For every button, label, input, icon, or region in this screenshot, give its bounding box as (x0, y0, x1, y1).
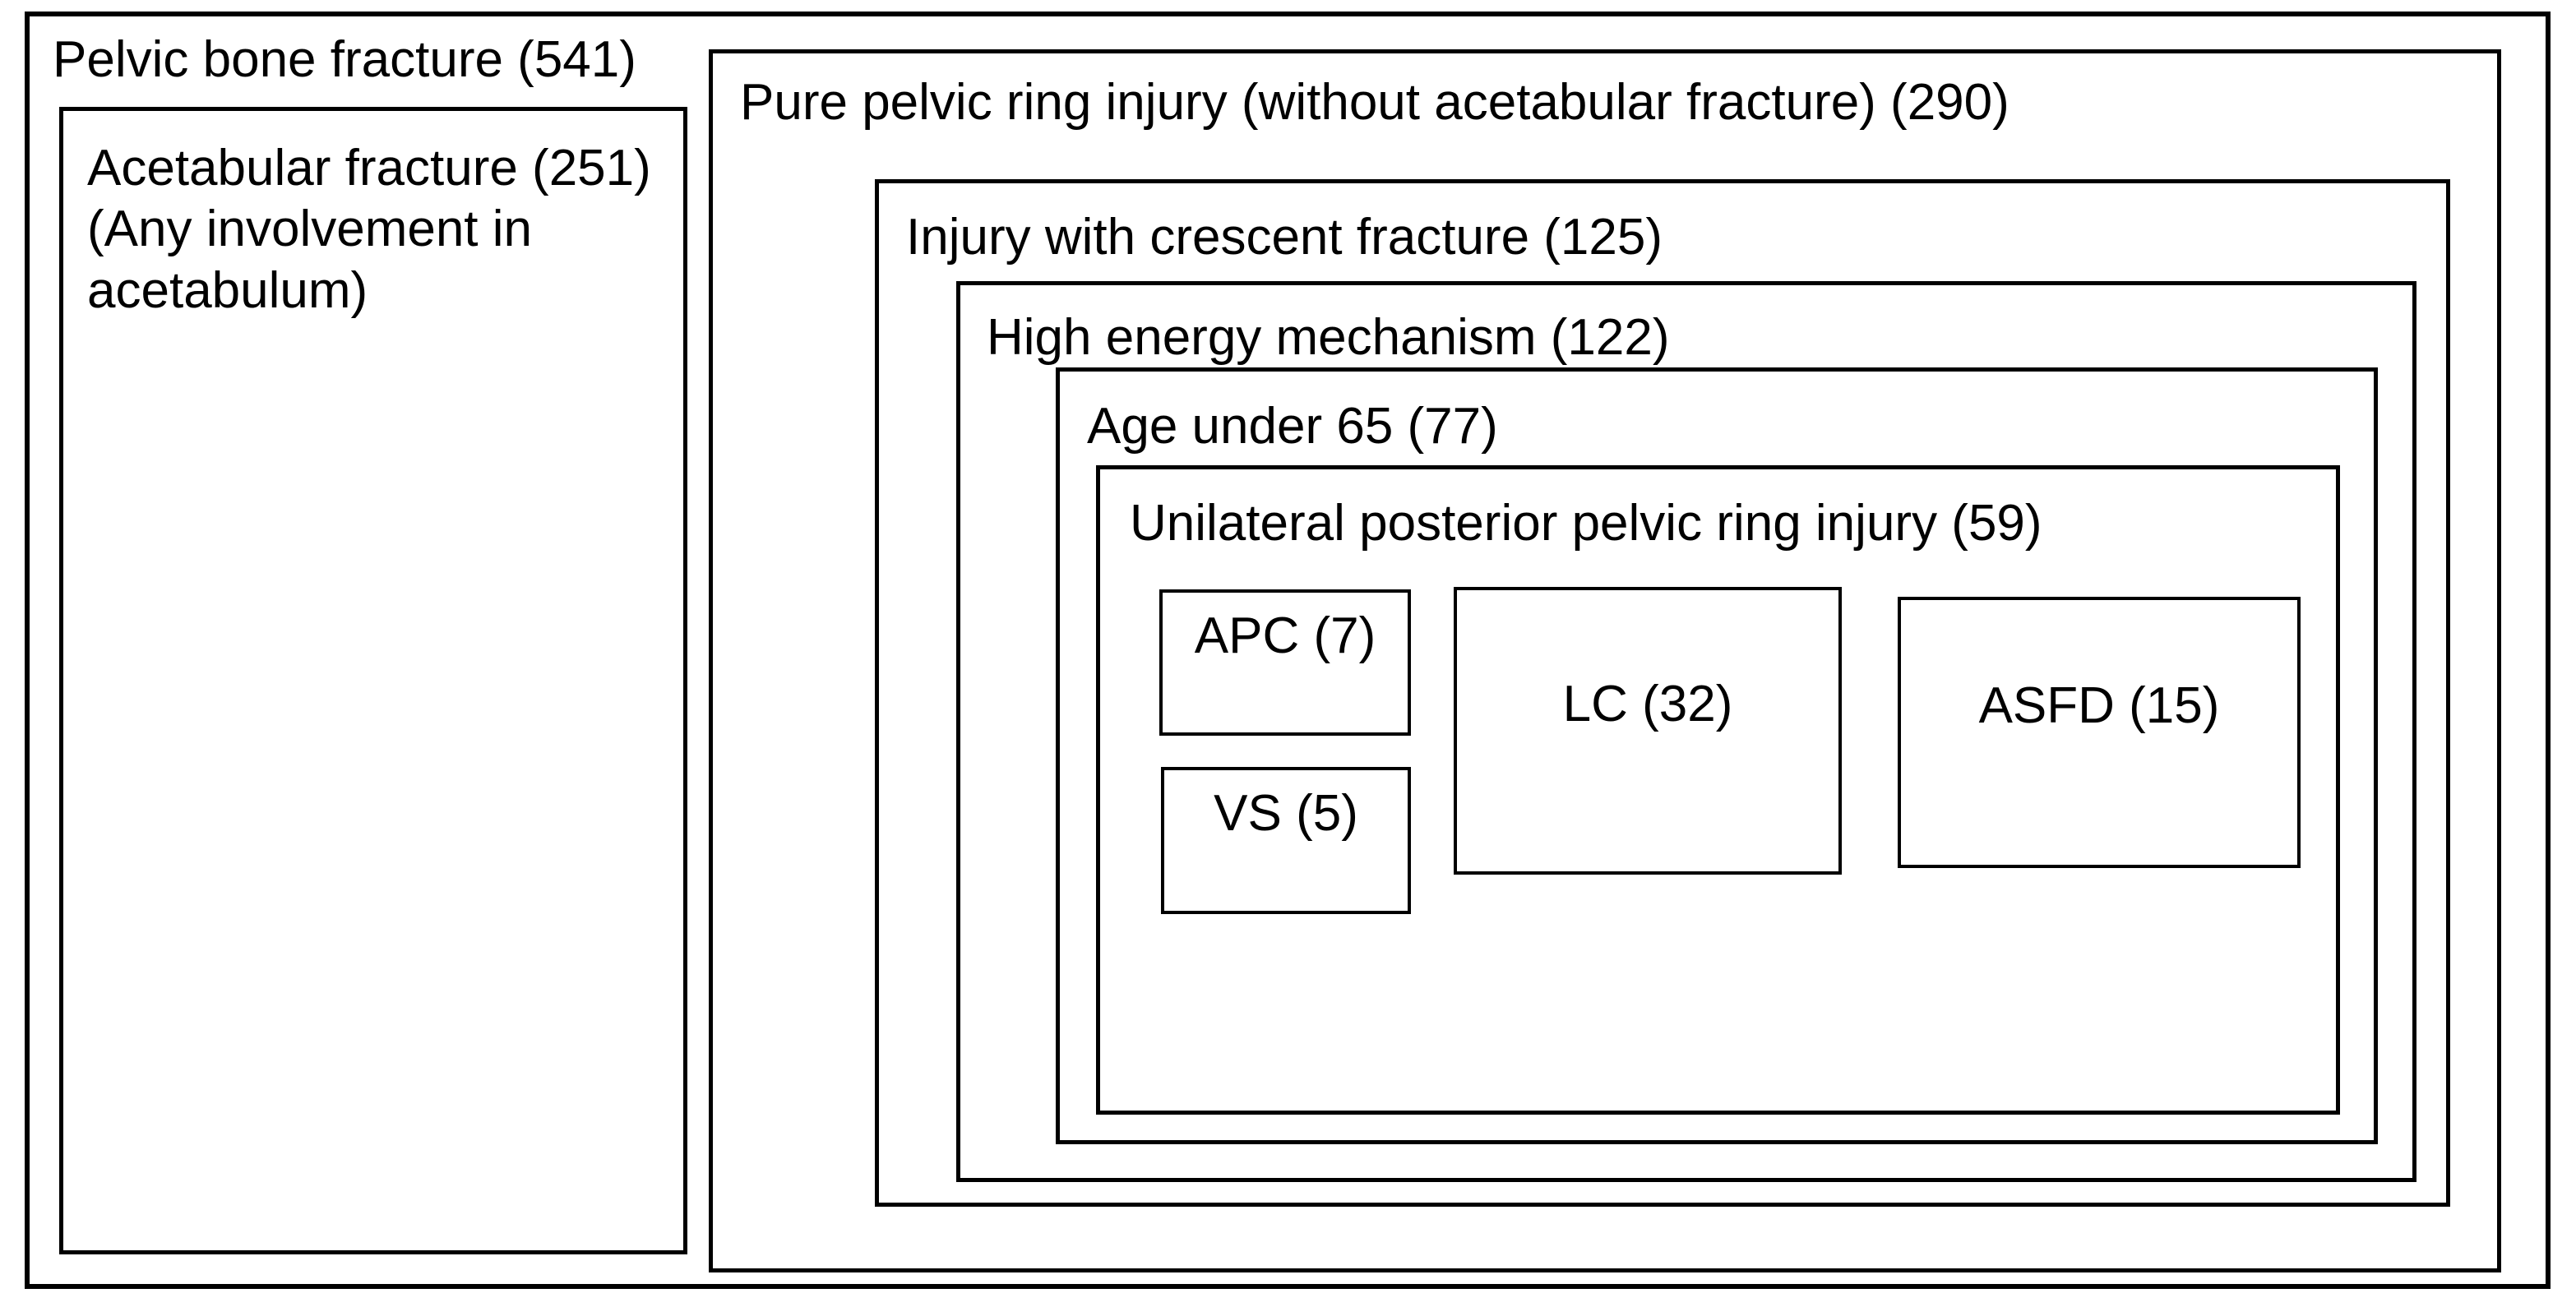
lc-label: LC (32) (1562, 675, 1733, 732)
apc-label: APC (7) (1194, 607, 1376, 664)
unilateral-posterior-pelvic-ring-injury-box: Unilateral posterior pelvic ring injury … (1096, 465, 2340, 1115)
acetabular-fracture-box: Acetabular fracture (251) (Any involveme… (59, 107, 687, 1254)
acetabular-fracture-label-line3: acetabulum) (87, 261, 368, 319)
high-energy-mechanism-label: High energy mechanism (122) (987, 309, 1670, 366)
vs-label: VS (5) (1214, 785, 1358, 843)
injury-with-crescent-fracture-box: Injury with crescent fracture (125) High… (875, 179, 2450, 1207)
vs-box: VS (5) (1161, 767, 1411, 914)
asfd-box: ASFD (15) (1898, 597, 2301, 868)
asfd-label: ASFD (15) (1978, 677, 2220, 734)
acetabular-fracture-label: Acetabular fracture (251) (Any involveme… (87, 138, 651, 321)
lc-box: LC (32) (1454, 587, 1842, 875)
acetabular-fracture-label-line1: Acetabular fracture (251) (87, 140, 651, 196)
pure-pelvic-ring-injury-box: Pure pelvic ring injury (without acetabu… (709, 49, 2501, 1272)
pure-pelvic-ring-injury-label: Pure pelvic ring injury (without acetabu… (740, 74, 2009, 131)
age-under-65-box: Age under 65 (77) Unilateral posterior p… (1056, 367, 2378, 1144)
acetabular-fracture-label-line2: (Any involvement in (87, 201, 533, 258)
unilateral-posterior-pelvic-ring-injury-label: Unilateral posterior pelvic ring injury … (1130, 495, 2042, 552)
age-under-65-label: Age under 65 (77) (1087, 398, 1498, 455)
apc-box: APC (7) (1159, 589, 1411, 736)
injury-with-crescent-fracture-label: Injury with crescent fracture (125) (906, 209, 1663, 266)
pelvic-bone-fracture-label: Pelvic bone fracture (541) (53, 31, 636, 88)
pelvic-bone-fracture-box: Pelvic bone fracture (541) Acetabular fr… (25, 12, 2551, 1289)
high-energy-mechanism-box: High energy mechanism (122) Age under 65… (956, 281, 2416, 1182)
